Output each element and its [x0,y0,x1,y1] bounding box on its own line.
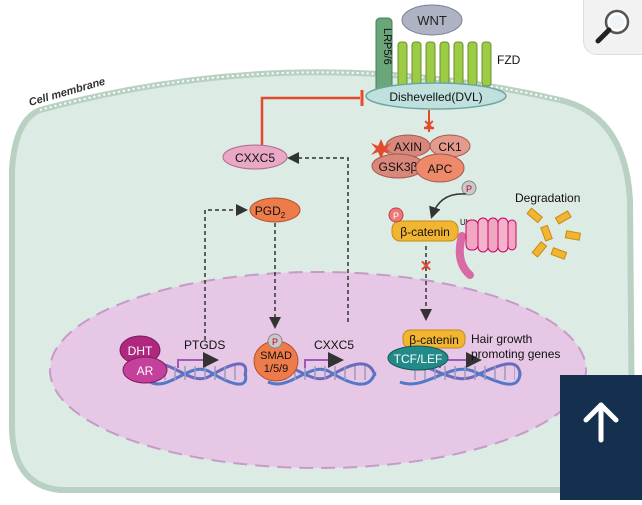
hair-gene-label-1: Hair growth [471,332,532,346]
svg-text:P: P [466,184,472,194]
lrp-label: LRP5/6 [381,28,393,65]
magnifier-icon [595,9,630,44]
svg-text:P: P [393,211,399,221]
svg-text:CK1: CK1 [438,140,462,154]
ptgds-to-pgd2 [204,204,248,340]
svg-text:TCF/LEF: TCF/LEF [394,352,443,366]
svg-text:SMAD: SMAD [260,350,292,362]
phospho-smad [267,333,283,349]
cxxc5-inhibit-line [260,96,360,150]
ptgds-gene-label: PTGDS [184,338,225,352]
svg-text:AXIN: AXIN [394,140,422,154]
wnt-label: WNT [417,13,447,28]
scroll-to-top-button[interactable] [560,375,642,500]
dvl-label: Dishevelled(DVL) [389,90,482,104]
degraded-fragments [526,207,581,260]
phospho-2 [388,207,404,223]
beta-catenin-cyto [391,220,459,242]
svg-text:APC: APC [428,162,453,176]
ub-label: Ub [460,218,471,227]
ar-receptor [122,356,168,384]
ptgds-promoter-arrow [177,352,219,368]
block-x-1: ✕ [423,117,435,133]
svg-text:CXXC5: CXXC5 [235,151,275,165]
hair-gene-label-2: promoting genes [471,347,560,361]
tcf-lef-factor [387,345,449,371]
svg-text:PGD2: PGD2 [255,204,286,220]
phospho-1 [461,180,477,196]
svg-text:AR: AR [137,364,154,378]
fzd-label: FZD [497,53,521,67]
svg-text:P: P [272,337,278,347]
cxxc5-feedback [287,152,349,322]
proteasome-icon [455,217,517,279]
degradation-label: Degradation [515,191,580,205]
cxxc5-gene-label: CXXC5 [314,338,354,352]
block-x-2: ✕ [420,258,433,275]
svg-text:GSK3β: GSK3β [379,160,418,174]
svg-text:β-catenin: β-catenin [409,333,459,347]
zoom-button[interactable] [583,0,642,55]
dna-strand-1 [149,362,248,386]
cxxc5-promoter-arrow [304,352,344,368]
phospho-arrow [429,193,467,219]
svg-text:1/5/9: 1/5/9 [264,363,288,375]
wnt-ligand [401,4,463,36]
svg-text:β-catenin: β-catenin [400,225,450,239]
pgd2-molecule [249,197,301,223]
dvl-protein [365,82,507,110]
apc-protein [415,153,465,183]
arrow-up-icon [583,402,619,443]
svg-text:DHT: DHT [128,344,153,358]
activation-burst-icon [371,139,391,159]
fzd-receptor [397,41,492,87]
